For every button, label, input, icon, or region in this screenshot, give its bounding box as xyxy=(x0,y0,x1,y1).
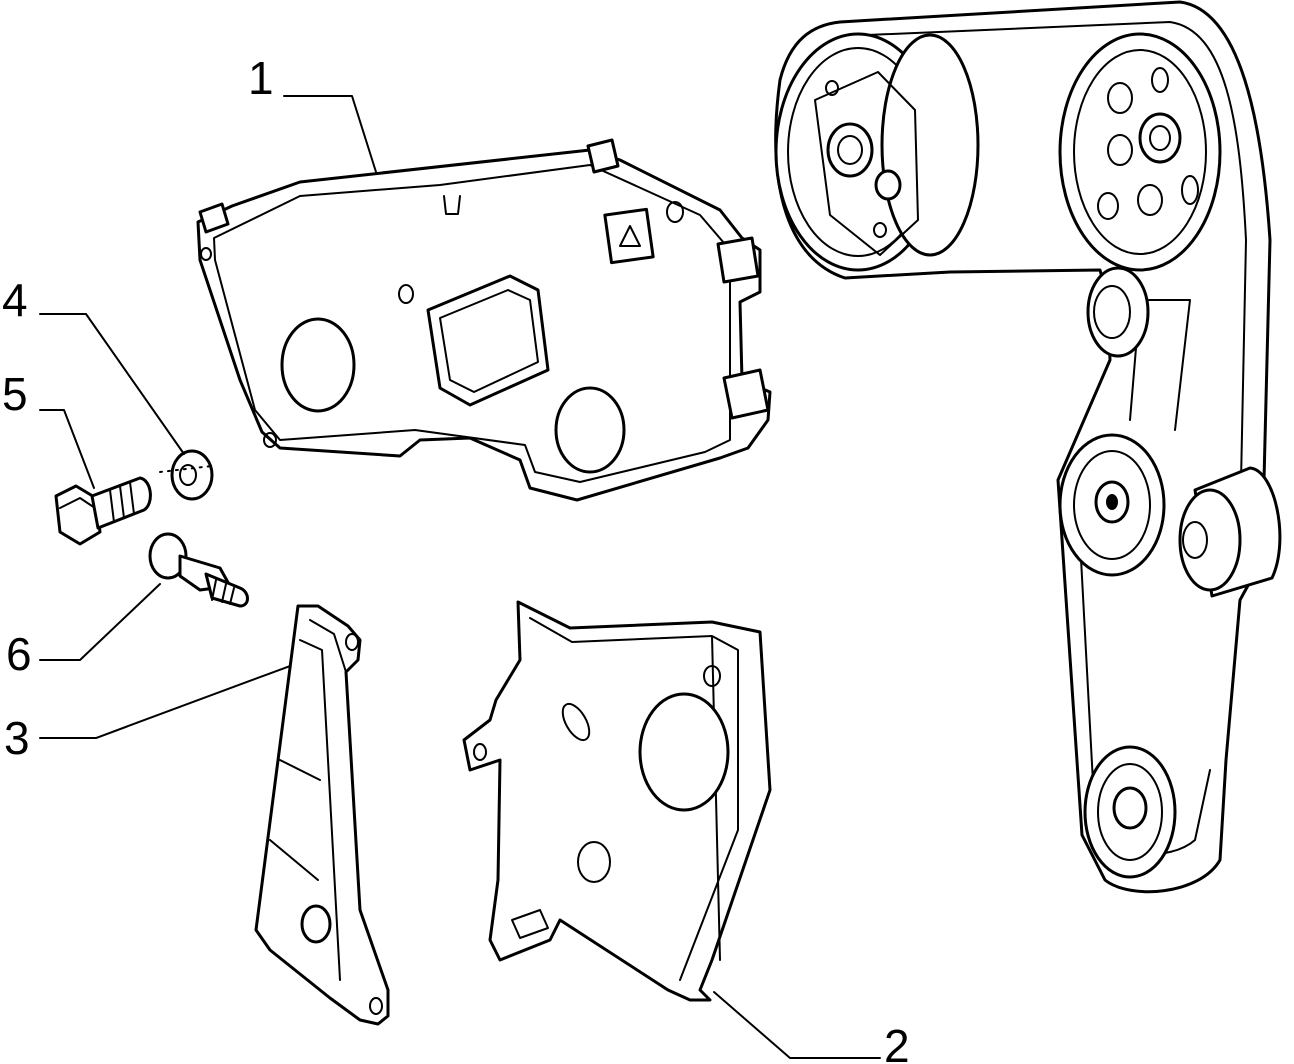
callout-4: 4 xyxy=(2,274,28,326)
leader-line-3 xyxy=(39,665,291,739)
leader-line-5 xyxy=(39,409,95,489)
part-5-bolt xyxy=(54,476,152,546)
callout-6: 6 xyxy=(6,628,32,680)
timing-belt-assembly xyxy=(774,0,1282,894)
callout-3: 3 xyxy=(4,712,30,764)
part-3-cover-guide xyxy=(254,604,390,1026)
part-4-washer xyxy=(170,449,214,501)
leader-lines xyxy=(39,95,881,1059)
leader-line-6 xyxy=(39,583,161,661)
leader-line-4 xyxy=(39,313,185,455)
part-1-upper-timing-cover xyxy=(196,138,772,502)
leader-line-2 xyxy=(713,991,881,1059)
callout-2: 2 xyxy=(884,1020,910,1064)
leader-line-1 xyxy=(283,95,377,173)
part-6-stud xyxy=(148,532,249,608)
callout-5: 5 xyxy=(2,368,28,420)
part-2-lower-timing-cover xyxy=(462,600,772,1002)
callout-1: 1 xyxy=(248,52,274,104)
